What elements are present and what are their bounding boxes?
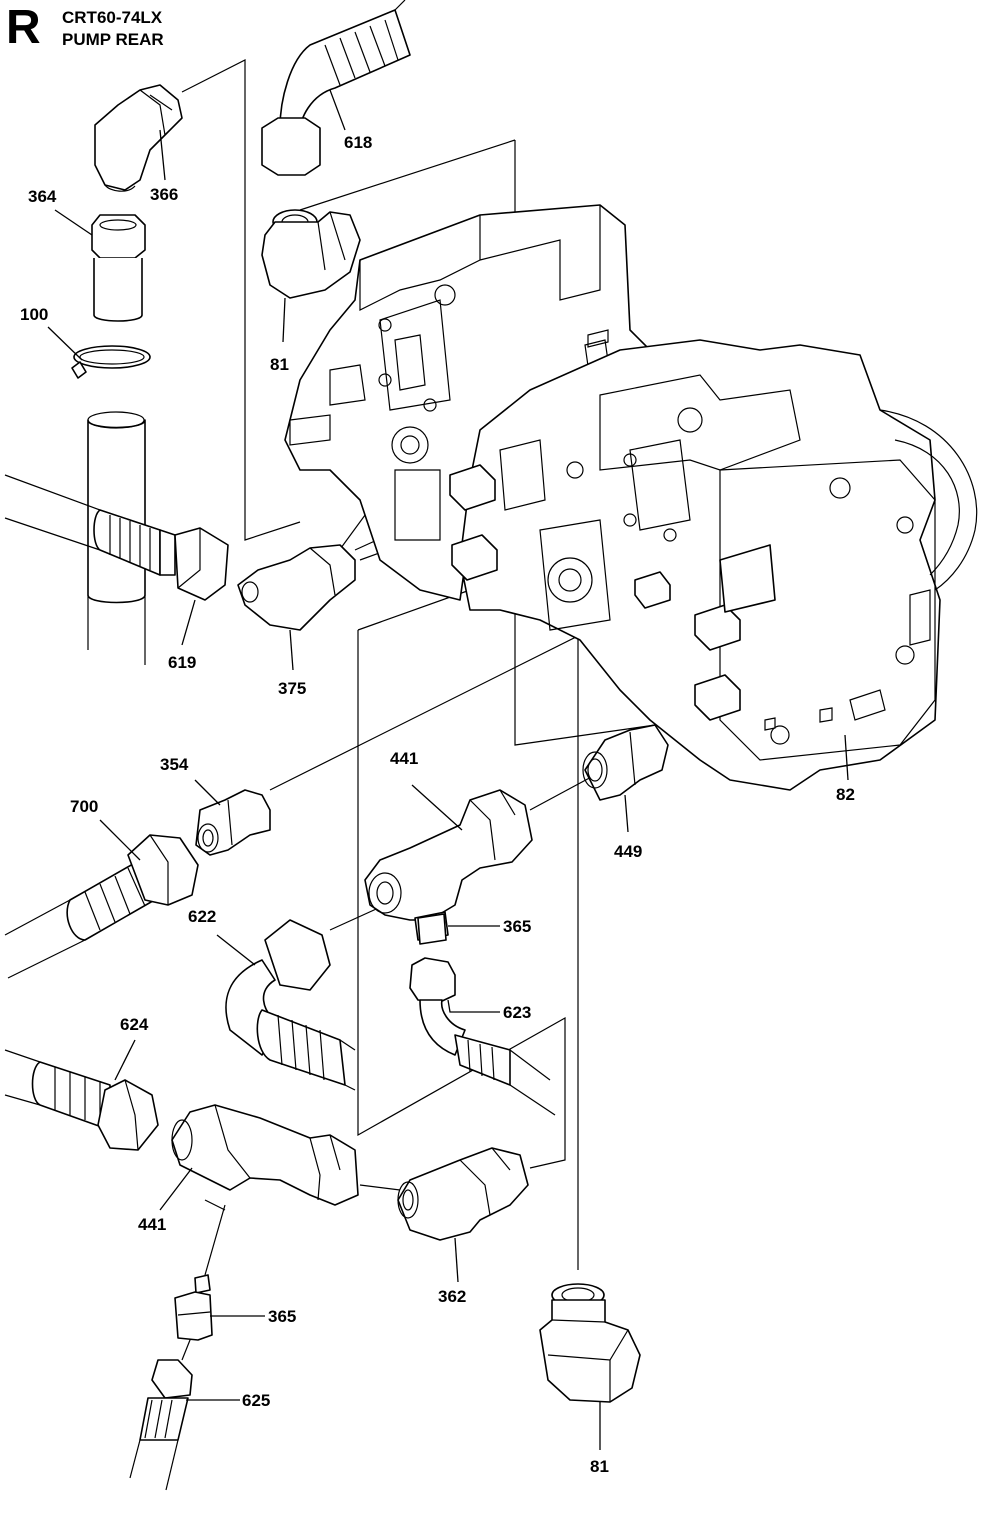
- callout-618: 618: [344, 133, 372, 152]
- hose-700: [4, 834, 199, 979]
- callout-labels: 618 366 364 100 81 619 375 354 700 441 4…: [20, 133, 855, 1476]
- adapter-449: [582, 724, 669, 801]
- adapter-365-upper: [417, 913, 447, 945]
- elbow-fitting-375: [237, 544, 356, 631]
- hose-623: [409, 957, 556, 1116]
- callout-622: 622: [188, 907, 216, 926]
- elbow-fitting-81-bottom: [539, 1283, 641, 1403]
- hose-622: [225, 919, 356, 1091]
- elbow-fitting-366: [94, 84, 183, 192]
- hose-625: [129, 1359, 193, 1491]
- callout-81-bottom: 81: [590, 1457, 609, 1476]
- hose-619: [4, 474, 229, 601]
- callout-619: 619: [168, 653, 196, 672]
- elbow-fitting-81-top: [261, 209, 361, 299]
- callout-623: 623: [503, 1003, 531, 1022]
- callout-625: 625: [242, 1391, 270, 1410]
- elbow-hose-618: [261, 0, 411, 176]
- callout-375: 375: [278, 679, 306, 698]
- callout-81-top: 81: [270, 355, 289, 374]
- elbow-fitting-362: [397, 1147, 529, 1241]
- callout-362: 362: [438, 1287, 466, 1306]
- callout-700: 700: [70, 797, 98, 816]
- callout-100: 100: [20, 305, 48, 324]
- callout-365-upper: 365: [503, 917, 531, 936]
- adapter-365-lower: [174, 1274, 213, 1341]
- leader-lines: [47, 89, 849, 1450]
- adapter-354: [195, 789, 271, 856]
- callout-624: 624: [120, 1015, 149, 1034]
- callout-366: 366: [150, 185, 178, 204]
- hose-clamp-100: [71, 345, 151, 379]
- section-letter: R: [6, 1, 41, 54]
- callout-365-lower: 365: [268, 1307, 296, 1326]
- callout-449: 449: [614, 842, 642, 861]
- pump-assembly: [284, 204, 978, 791]
- assembly-title: PUMP REAR: [62, 30, 164, 49]
- tee-fitting-441-lower: [171, 1104, 359, 1206]
- callout-441-upper: 441: [390, 749, 418, 768]
- callout-441-lower: 441: [138, 1215, 166, 1234]
- nipple-364: [91, 214, 146, 322]
- callout-354: 354: [160, 755, 189, 774]
- callout-364: 364: [28, 187, 57, 206]
- callout-82: 82: [836, 785, 855, 804]
- hose-624: [4, 1049, 159, 1151]
- model-title: CRT60-74LX: [62, 8, 163, 27]
